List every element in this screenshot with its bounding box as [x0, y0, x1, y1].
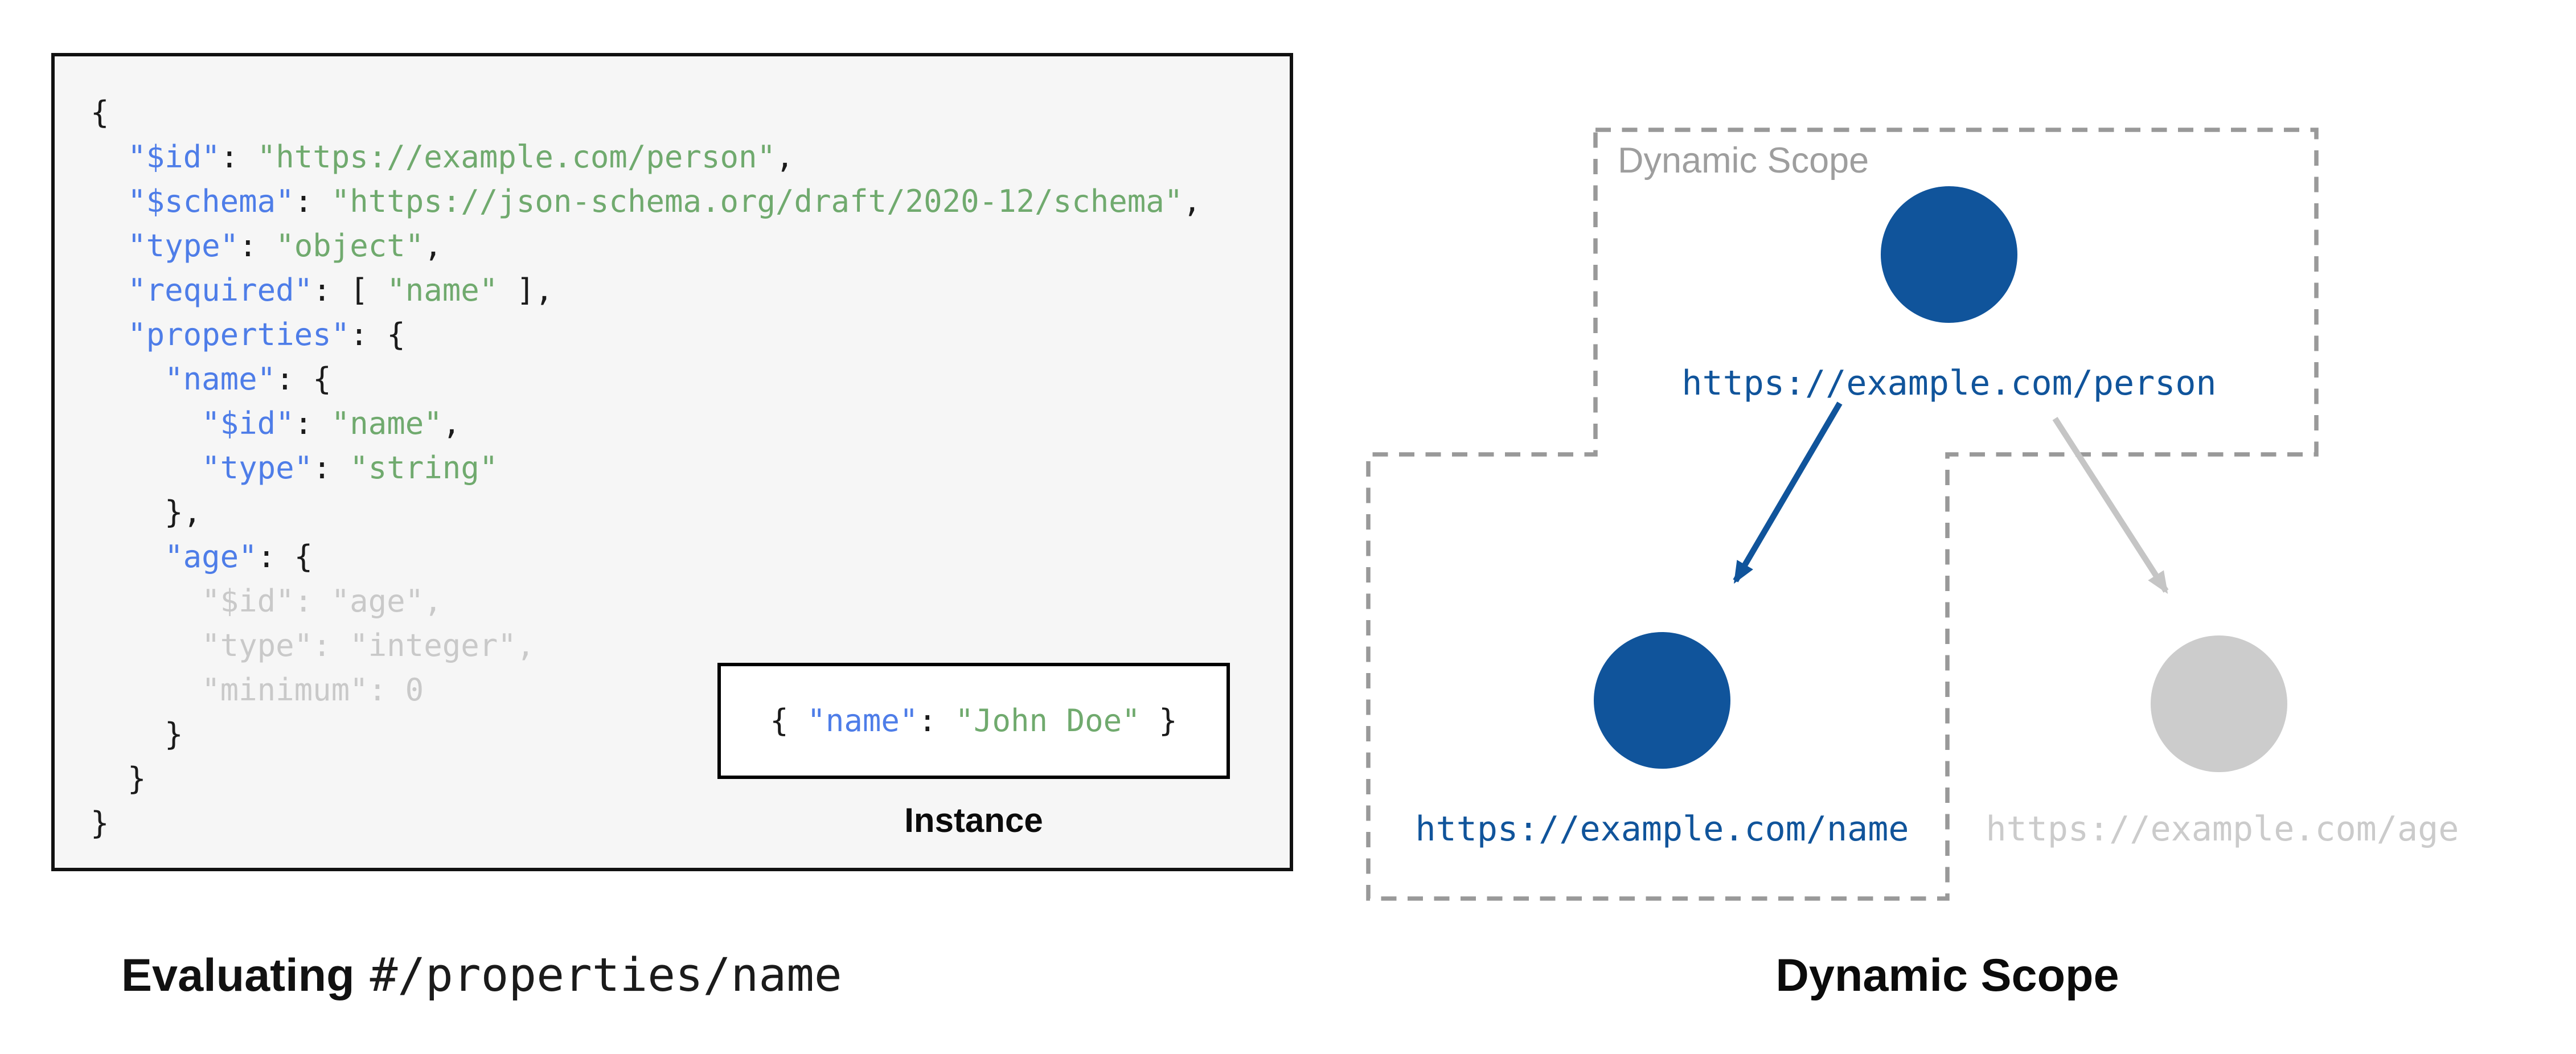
code-line-token: : — [313, 451, 350, 487]
code-line: "properties": { — [91, 314, 1276, 359]
dynamic-scope-outline — [1366, 128, 2319, 901]
code-line-token: "type": "integer", — [91, 629, 535, 665]
code-line: "$id": "name", — [91, 403, 1276, 448]
code-line-token: : — [294, 184, 331, 220]
code-line-token: }, — [91, 495, 202, 531]
evaluating-caption: Evaluating #/properties/name — [121, 950, 842, 1003]
code-line: "minimum": 0 — [91, 670, 1276, 714]
code-line-token — [91, 184, 128, 220]
code-line-token: "name" — [387, 273, 498, 309]
code-line-token: : { — [257, 540, 313, 576]
node-person-label: https://example.com/person — [1681, 362, 2217, 403]
code-line-token: "object" — [276, 229, 424, 265]
code-line: { — [91, 92, 1276, 137]
code-line-token: : — [220, 140, 257, 176]
code-line-token: , — [1183, 184, 1201, 220]
code-line-token: { — [91, 96, 109, 132]
code-line: "$id": "age", — [91, 581, 1276, 625]
code-line-token: , — [442, 407, 461, 442]
code-line-token: : — [294, 407, 331, 442]
code-line-token: "required" — [128, 273, 313, 309]
instance-code-token: { — [770, 703, 807, 739]
code-line: "required": [ "name" ], — [91, 270, 1276, 314]
code-line-token: "$id" — [128, 140, 220, 176]
code-line: } — [91, 803, 1276, 847]
code-line-token: "age" — [165, 540, 257, 576]
code-line: }, — [91, 492, 1276, 536]
code-line-token: "properties" — [128, 318, 350, 354]
code-line-token — [91, 451, 202, 487]
instance-code-token: "John Doe" — [955, 703, 1141, 739]
code-line-token — [91, 229, 128, 265]
code-line-token — [91, 540, 165, 576]
code-line-token: "string" — [350, 451, 498, 487]
code-line-token: : { — [276, 362, 331, 398]
evaluating-caption-bold: Evaluating — [121, 950, 355, 1001]
dynamic-scope-svg — [1366, 128, 2319, 901]
code-line-token: "name" — [331, 407, 442, 442]
instance-code-token: } — [1140, 703, 1178, 739]
code-line-token: "type" — [128, 229, 239, 265]
code-line-token — [91, 318, 128, 354]
node-age-circle — [2151, 635, 2287, 772]
code-line: } — [91, 714, 1276, 758]
edge-person-to-name — [1733, 401, 1843, 584]
code-line-token: "https://example.com/person" — [257, 140, 776, 176]
evaluating-caption-pointer: #/properties/name — [370, 950, 842, 1003]
schema-code-block: { "$id": "https://example.com/person", "… — [51, 53, 1293, 871]
code-line: "$id": "https://example.com/person", — [91, 137, 1276, 181]
code-line: } — [91, 758, 1276, 803]
code-line-token: : [ — [313, 273, 387, 309]
code-line-token — [91, 273, 128, 309]
code-line-token: "$id" — [202, 407, 294, 442]
code-line-token: "minimum": 0 — [91, 673, 424, 709]
code-line-token: "name" — [165, 362, 276, 398]
code-lines: { "$id": "https://example.com/person", "… — [91, 92, 1276, 847]
dynamic-scope-region-label: Dynamic Scope — [1618, 142, 1869, 181]
code-line-token: "https://json-schema.org/draft/2020-12/s… — [331, 184, 1183, 220]
edge-person-to-age — [2052, 417, 2169, 594]
code-line: "name": { — [91, 359, 1276, 403]
code-line-token: } — [91, 762, 146, 798]
code-line-token: } — [91, 717, 183, 753]
node-age-label: https://example.com/age — [1986, 808, 2459, 849]
code-line-token — [91, 140, 128, 176]
instance-code-token: "name" — [807, 703, 918, 739]
code-line: "type": "string" — [91, 448, 1276, 492]
code-line: "type": "object", — [91, 225, 1276, 270]
instance-code: { "name": "John Doe" } — [770, 703, 1177, 739]
code-line-token: "$id": "age", — [91, 584, 442, 620]
node-person-circle — [1881, 186, 2017, 323]
code-line-token — [91, 407, 202, 442]
code-line-token: } — [91, 806, 109, 842]
dynamic-scope-caption: Dynamic Scope — [1775, 950, 2119, 1001]
node-name-label: https://example.com/name — [1415, 808, 1909, 849]
node-name-circle — [1594, 632, 1730, 769]
code-line-token: : — [239, 229, 276, 265]
code-line-token: ], — [498, 273, 553, 309]
code-line-token: : { — [350, 318, 405, 354]
code-line-token: "type" — [202, 451, 313, 487]
code-line-token: , — [776, 140, 794, 176]
code-line-token — [91, 362, 165, 398]
instance-box: { "name": "John Doe" } — [717, 663, 1230, 779]
instance-code-token: : — [918, 703, 955, 739]
code-line: "age": { — [91, 536, 1276, 581]
code-line: "$schema": "https://json-schema.org/draf… — [91, 181, 1276, 225]
code-line: "type": "integer", — [91, 625, 1276, 670]
instance-label: Instance — [904, 803, 1043, 840]
code-line-token: "$schema" — [128, 184, 294, 220]
code-line-token: , — [424, 229, 442, 265]
